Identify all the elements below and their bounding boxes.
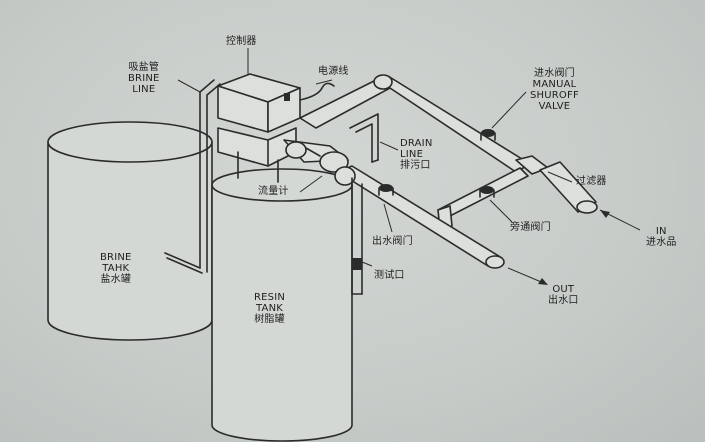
outlet-pipe [334, 165, 505, 269]
power-cord-label: 电源线 [318, 66, 349, 77]
bypass-pipe [437, 167, 529, 231]
drain-line-pipe [349, 113, 379, 163]
outlet-label: OUT 出水口 [548, 284, 579, 306]
inlet-label: IN 进水品 [646, 226, 677, 248]
controller-label: 控制器 [226, 36, 257, 47]
brine-tank-label: BRINE TAHK 盐水罐 [100, 252, 132, 285]
inlet-pipe [299, 74, 531, 173]
brine-line-label: 吸盐管 BRINE LINE [128, 62, 160, 95]
controller-unit [217, 73, 301, 183]
manual-shutoff-valve-label: 进水阀门 MANUAL SHUROFF VALVE [530, 68, 579, 112]
valve-head-assembly [283, 139, 349, 173]
test-port-label: 测试口 [374, 270, 405, 281]
drain-line-label: DRAIN LINE 排污口 [400, 138, 433, 171]
flow-meter-label: 流量计 [258, 186, 289, 197]
leader-lines [177, 48, 641, 285]
brine-tank [47, 121, 213, 341]
resin-tank [211, 168, 353, 442]
filter-label: 过滤器 [576, 176, 607, 187]
outlet-valve-label: 出水阀门 [372, 236, 413, 247]
test-port-pipe [351, 177, 363, 295]
power-cord [299, 82, 335, 101]
resin-tank-label: RESIN TANK 树脂罐 [254, 292, 286, 325]
bypass-valve-label: 旁通阀门 [510, 222, 551, 233]
